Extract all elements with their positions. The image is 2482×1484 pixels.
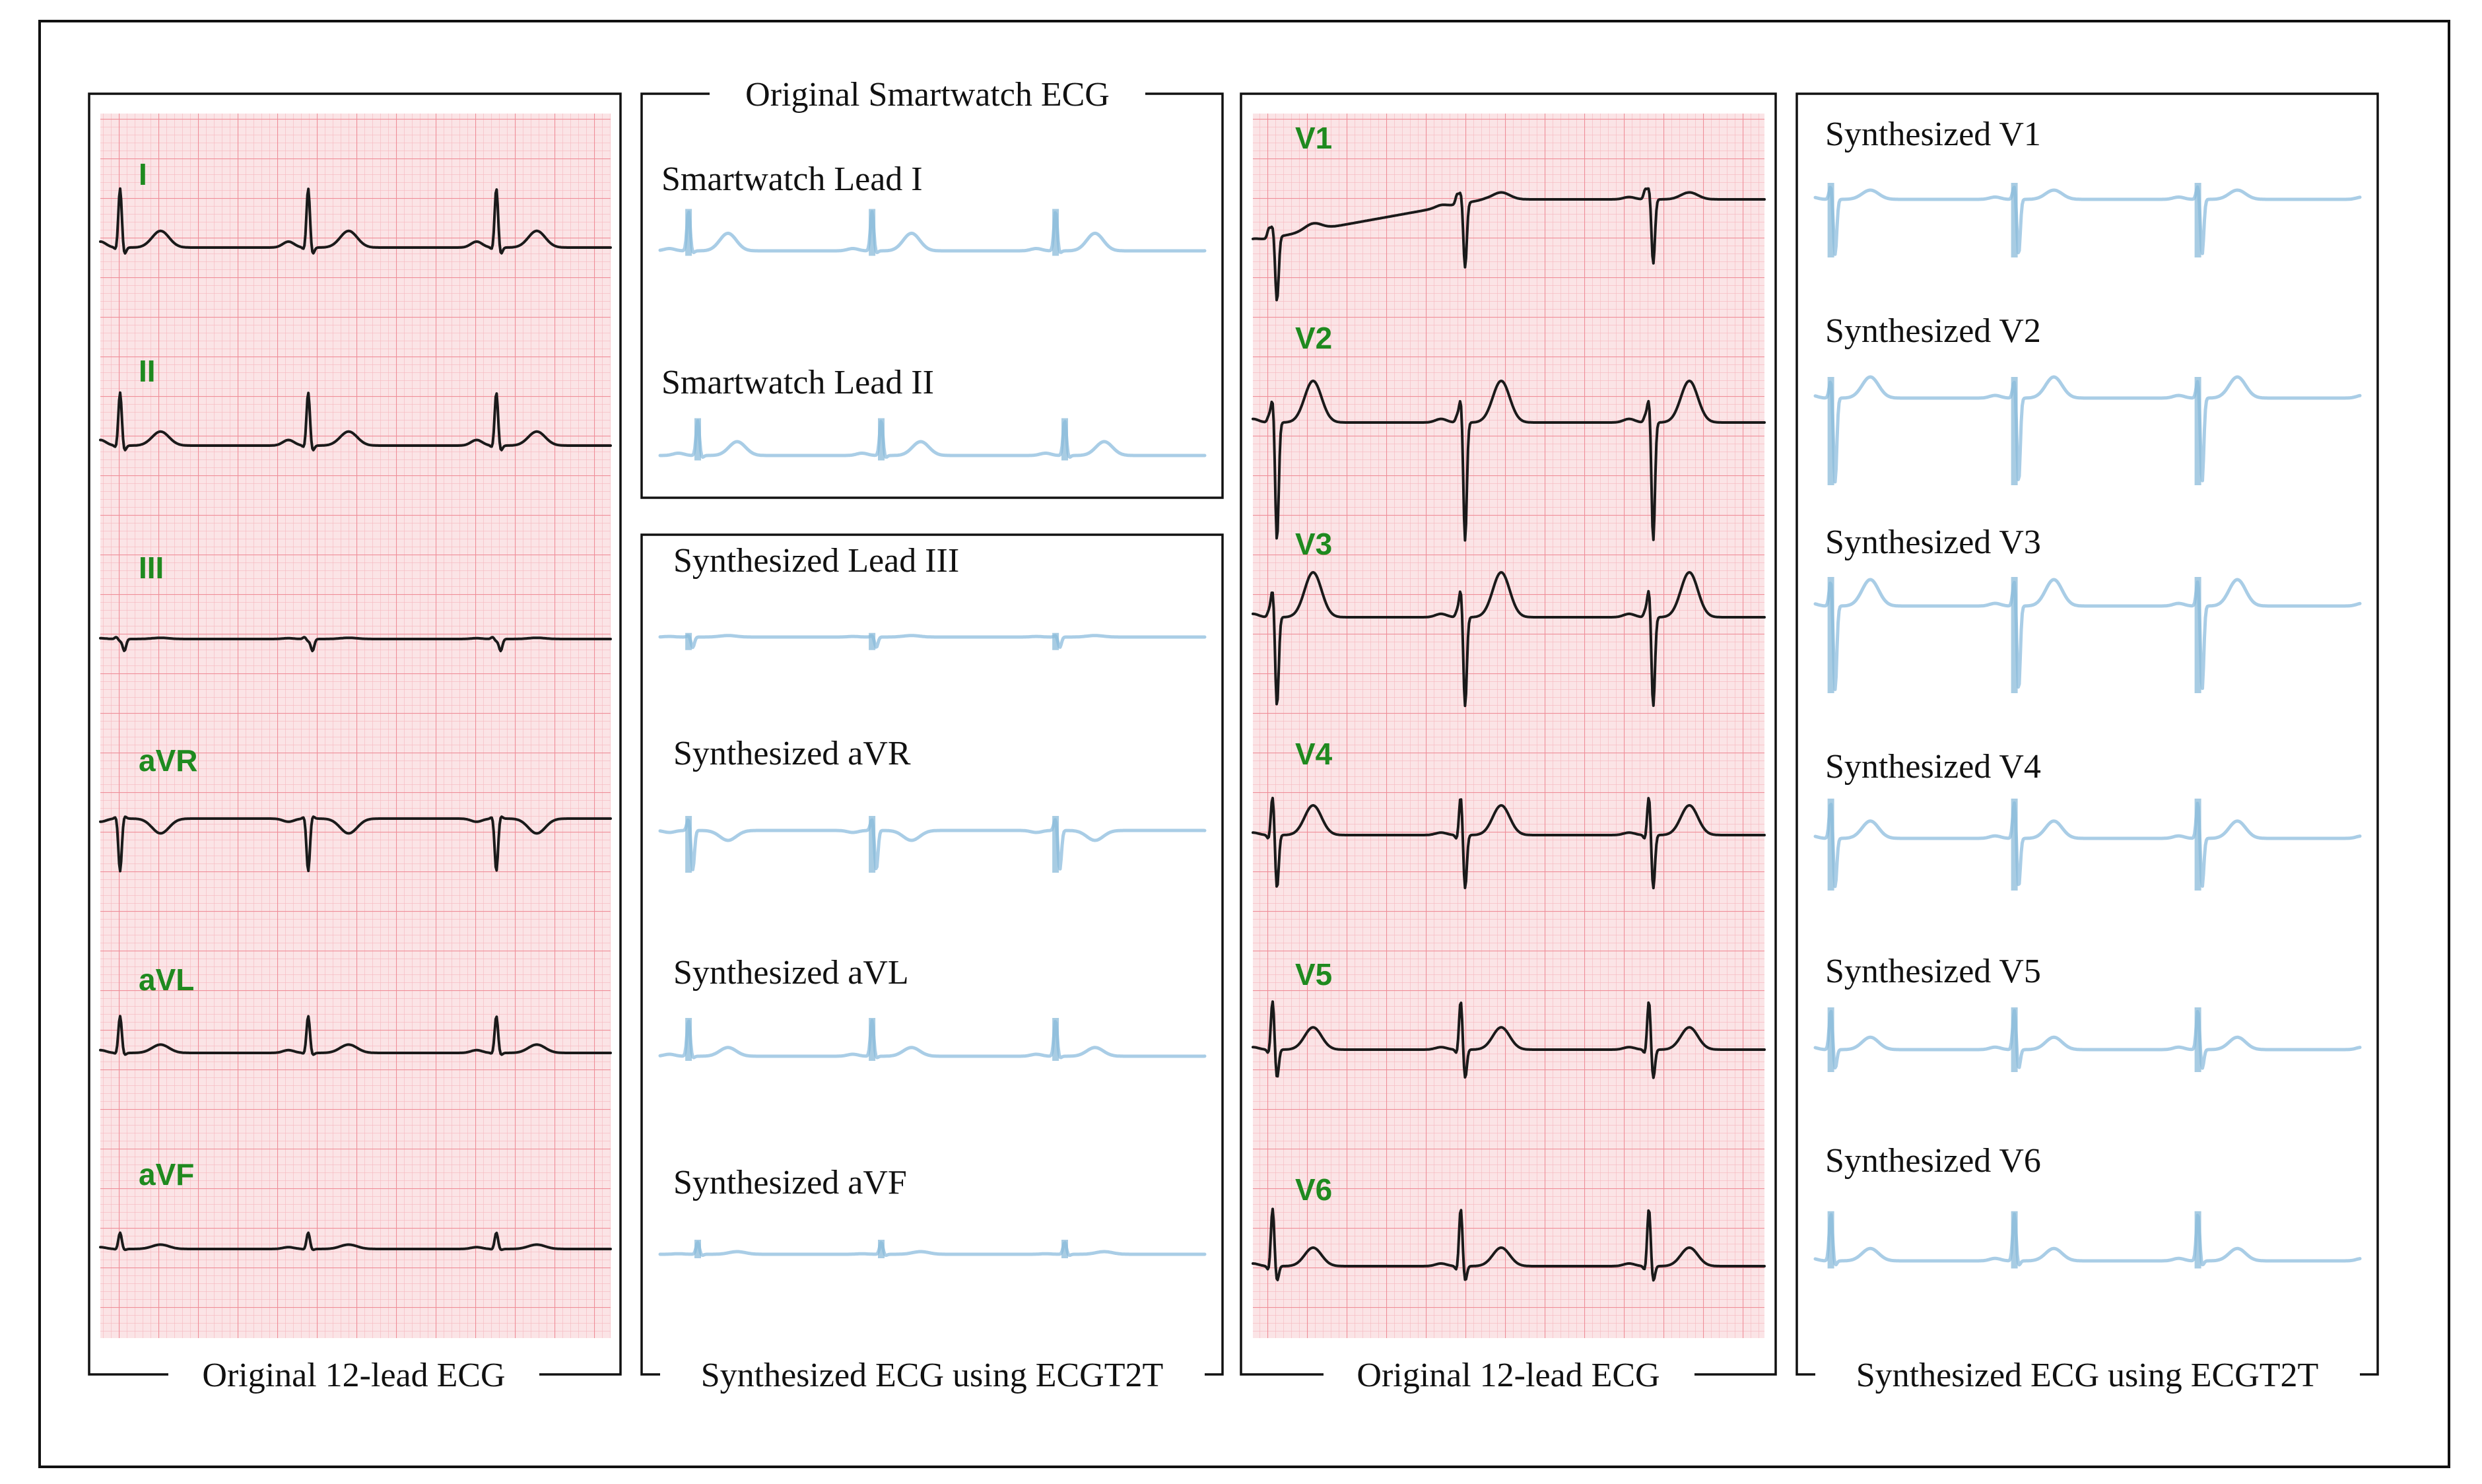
ecg-trace-limb-5 xyxy=(99,1231,612,1252)
ecg-trace-chest-0 xyxy=(1252,187,1766,302)
synth-trace-aVF xyxy=(658,1240,1207,1258)
lead-label-synth-V6: Synthesized V6 xyxy=(1825,1142,2041,1180)
title-mask xyxy=(1324,1353,1694,1396)
smartwatch-traces xyxy=(658,209,1207,461)
lead-label-V6: V6 xyxy=(1295,1172,1332,1207)
ecg-trace-limb-3 xyxy=(99,815,612,873)
synth-trace-aVR xyxy=(658,818,1207,871)
lead-label-aVR: aVR xyxy=(139,743,197,778)
lead-label-V1: V1 xyxy=(1295,121,1332,155)
ecg-trace-chest-1 xyxy=(1252,380,1766,542)
title-mask xyxy=(1815,1353,2360,1396)
lead-label-aVF: aVF xyxy=(139,1157,194,1192)
title-mask xyxy=(660,1353,1205,1396)
panel-frame xyxy=(640,92,1224,499)
synth-trace-V2 xyxy=(1813,375,2362,484)
panel-frame xyxy=(1795,92,2379,1376)
synth-trace-aVL xyxy=(658,1019,1207,1060)
lead-label-I: I xyxy=(139,157,147,191)
outer-border xyxy=(38,20,2450,1468)
lead-label-synth-III: Synthesized Lead III xyxy=(673,542,959,580)
lead-label-V2: V2 xyxy=(1295,321,1332,355)
lead-label-II: II xyxy=(139,354,156,388)
ecg-trace-chest-3 xyxy=(1252,796,1766,890)
ecg-trace-limb-4 xyxy=(99,1015,612,1056)
lead-label-synth-V2: Synthesized V2 xyxy=(1825,312,2041,350)
lead-label-smartwatch-I: Smartwatch Lead I xyxy=(661,160,923,198)
synth-trace-V5 xyxy=(1813,1009,2362,1070)
panel-title: Synthesized ECG using ECGT2T xyxy=(701,1357,1164,1394)
synth-trace-V6 xyxy=(1813,1212,2362,1267)
title-mask xyxy=(710,73,1145,115)
synth-trace-V3 xyxy=(1813,578,2362,691)
synth-limb-traces xyxy=(658,632,1207,1258)
synth-trace-V4 xyxy=(1813,801,2362,889)
smartwatch-trace-II xyxy=(658,419,1207,459)
lead-label-synth-V1: Synthesized V1 xyxy=(1825,116,2041,153)
ecg-trace-chest-2 xyxy=(1252,571,1766,708)
synth-trace-III xyxy=(658,634,1207,650)
lead-label-V5: V5 xyxy=(1295,957,1332,992)
panel-synth-chest: Synthesized ECG using ECGT2T Synthesized… xyxy=(1795,92,2379,1396)
smartwatch-trace-I xyxy=(658,210,1207,254)
lead-label-V3: V3 xyxy=(1295,527,1332,561)
ecg-trace-limb-1 xyxy=(99,391,612,452)
synth-chest-traces xyxy=(1813,183,2362,1269)
title-mask xyxy=(168,1353,539,1396)
lead-label-synth-aVF: Synthesized aVF xyxy=(673,1164,907,1201)
lead-label-III: III xyxy=(139,551,164,585)
panel-title: Original 12-lead ECG xyxy=(202,1357,505,1394)
lead-label-synth-aVL: Synthesized aVL xyxy=(673,954,909,992)
ecg-grid xyxy=(1253,114,1764,1338)
panel-title: Original 12-lead ECG xyxy=(1357,1357,1660,1394)
ecg-trace-limb-2 xyxy=(99,636,612,653)
synth-trace-V1 xyxy=(1813,185,2362,256)
lead-label-synth-aVR: Synthesized aVR xyxy=(673,735,911,772)
ecg-trace-chest-5 xyxy=(1252,1207,1766,1282)
panel-smartwatch: Original Smartwatch ECG Smartwatch Lead … xyxy=(640,73,1224,499)
lead-label-synth-V3: Synthesized V3 xyxy=(1825,523,2041,561)
lead-label-aVL: aVL xyxy=(139,962,194,997)
panel-original-limb: Original 12-lead ECG I II III aVR aVL aV… xyxy=(88,92,622,1396)
panel-original-chest: Original 12-lead ECG V1 V2 V3 V4 V5 V6 xyxy=(1240,92,1777,1396)
ecg-trace-limb-0 xyxy=(99,187,612,255)
lead-label-synth-V4: Synthesized V4 xyxy=(1825,748,2041,786)
ecg-grid xyxy=(100,114,611,1338)
panel-title: Synthesized ECG using ECGT2T xyxy=(1856,1357,2319,1394)
panel-title: Original Smartwatch ECG xyxy=(745,76,1110,114)
lead-label-smartwatch-II: Smartwatch Lead II xyxy=(661,364,934,401)
ecg-trace-chest-4 xyxy=(1252,1000,1766,1079)
chest-lead-traces xyxy=(1252,187,1766,1282)
limb-lead-traces xyxy=(99,187,612,1252)
panel-synth-limb: Synthesized ECG using ECGT2T Synthesized… xyxy=(640,533,1224,1396)
lead-label-synth-V5: Synthesized V5 xyxy=(1825,953,2041,990)
lead-label-V4: V4 xyxy=(1295,737,1333,771)
